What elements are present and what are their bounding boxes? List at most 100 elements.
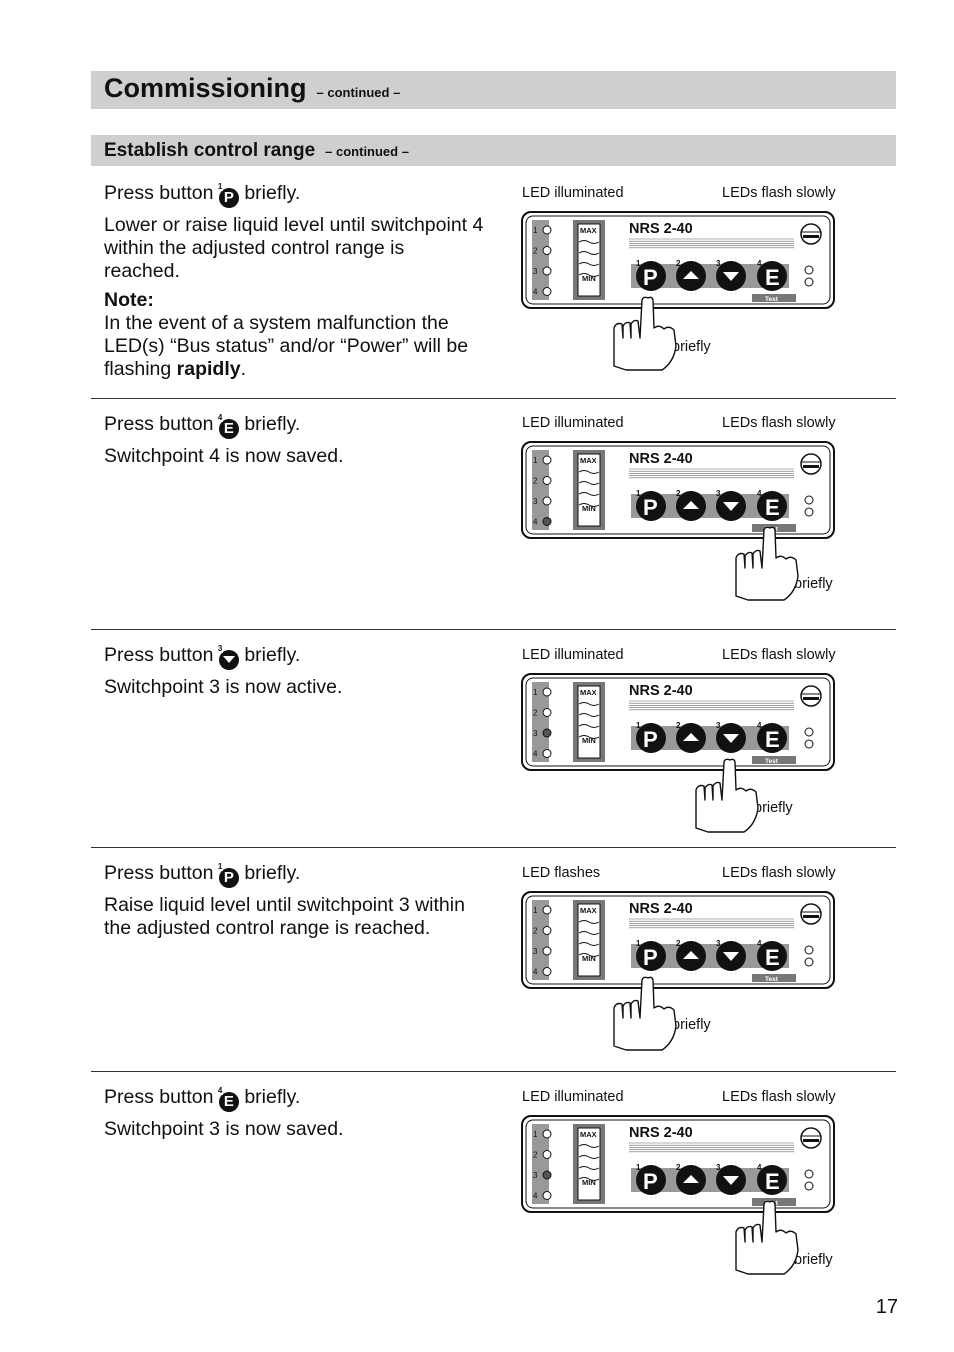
panel-inner <box>525 215 831 305</box>
down-arrow-icon <box>723 1176 739 1185</box>
wave-line <box>578 262 600 266</box>
wave-line <box>578 713 600 717</box>
page-title: Commissioning– continued – <box>104 73 401 103</box>
logo-bar <box>803 235 819 238</box>
hand-label: briefly <box>672 1017 711 1033</box>
gauge-window <box>577 903 601 977</box>
status-led <box>542 476 552 485</box>
pointing-hand-icon <box>613 976 677 1051</box>
test-strip <box>752 974 796 982</box>
min-label: MIN <box>582 504 596 513</box>
section-bar: Establish control range– continued – <box>91 135 896 166</box>
flash-label: LEDs flash slowly <box>722 647 836 663</box>
device-button <box>757 491 787 521</box>
button-number: 3 <box>716 489 721 498</box>
status-led <box>542 287 552 296</box>
model-label: NRS 2-40 <box>629 221 693 237</box>
flash-label: LEDs flash slowly <box>722 865 836 881</box>
test-label: Test <box>765 758 779 765</box>
hand-shape <box>695 758 759 833</box>
logo-bar <box>803 697 819 700</box>
button-number: 4 <box>757 721 762 730</box>
led-number: 3 <box>533 1171 538 1180</box>
status-led <box>542 1191 552 1200</box>
e-key-label: E <box>765 727 780 752</box>
section-suffix: – continued – <box>325 144 409 159</box>
max-label: MAX <box>580 1130 597 1139</box>
hand-shape <box>613 296 677 371</box>
led-label: LED illuminated <box>522 1089 624 1105</box>
divider <box>91 847 896 848</box>
note-text: In the event of a system malfunction the… <box>104 312 469 380</box>
wave-line <box>578 920 600 924</box>
led-label: LED flashes <box>522 865 601 881</box>
device-button <box>757 941 787 971</box>
device-button <box>636 261 666 291</box>
max-label: MAX <box>580 906 597 915</box>
p-key-label: P <box>643 265 658 290</box>
button-number: 3 <box>716 1163 721 1172</box>
led-number: 1 <box>533 906 538 915</box>
p-key-label: P <box>643 727 658 752</box>
max-label: MAX <box>580 456 597 465</box>
hand-shape <box>735 1200 799 1275</box>
status-led <box>542 708 552 717</box>
status-led <box>542 1170 552 1180</box>
led-strip <box>532 682 549 762</box>
led-number: 1 <box>533 1130 538 1139</box>
flash-label: LEDs flash slowly <box>722 185 836 201</box>
gauge-window <box>577 685 601 759</box>
wave-line <box>578 273 600 277</box>
wave-line <box>578 953 600 957</box>
panel-inner <box>525 677 831 767</box>
button-number: 2 <box>676 1163 681 1172</box>
logo-icon <box>800 223 822 245</box>
pointing-hand-icon <box>735 1200 799 1275</box>
p-key-label: P <box>643 945 658 970</box>
wave-line <box>578 1144 600 1148</box>
wave-line <box>578 1155 600 1159</box>
e-key-label: E <box>765 1169 780 1194</box>
flash-led <box>804 739 814 749</box>
wave-line <box>578 240 600 244</box>
device-button <box>636 1165 666 1195</box>
device-button <box>636 941 666 971</box>
down-arrow-icon <box>723 272 739 281</box>
down-button-icon: 3 <box>216 645 239 670</box>
up-arrow-icon <box>683 951 699 959</box>
hand-label: briefly <box>794 1252 833 1268</box>
panel-inner <box>525 1119 831 1209</box>
logo-icon <box>800 903 822 925</box>
model-label: NRS 2-40 <box>629 901 693 917</box>
led-strip <box>532 1124 549 1204</box>
led-number: 4 <box>533 1192 538 1201</box>
hand-label: briefly <box>794 576 833 592</box>
e-key-label: E <box>765 495 780 520</box>
test-label: Test <box>765 976 779 983</box>
status-led <box>542 1150 552 1159</box>
led-number: 2 <box>533 709 538 718</box>
status-led <box>542 455 552 465</box>
flash-label: LEDs flash slowly <box>722 1089 836 1105</box>
wave-line <box>578 481 600 485</box>
step-4-line: Raise liquid level until switchpoint 3 w… <box>104 894 465 939</box>
button-number: 4 <box>757 259 762 268</box>
led-number: 1 <box>533 456 538 465</box>
logo-bar <box>803 465 819 468</box>
button-number: 3 <box>716 259 721 268</box>
p-key-label: P <box>643 1169 658 1194</box>
hand-shape <box>613 976 677 1051</box>
status-led <box>542 946 552 956</box>
button-number: 1 <box>636 939 641 948</box>
wave-line <box>578 724 600 728</box>
status-led <box>542 687 552 697</box>
logo-icon <box>800 453 822 475</box>
model-label: NRS 2-40 <box>629 451 693 467</box>
